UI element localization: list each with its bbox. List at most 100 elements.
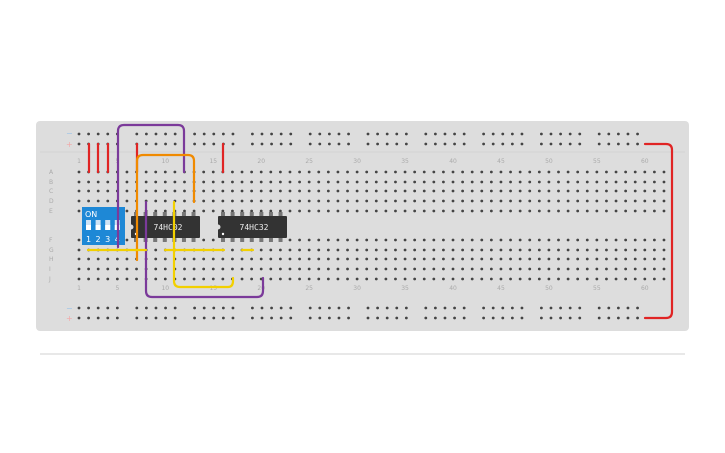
hole[interactable] [614, 267, 618, 271]
hole[interactable] [662, 170, 666, 174]
hole[interactable] [336, 170, 340, 174]
hole[interactable] [307, 199, 311, 203]
hole[interactable] [566, 209, 570, 213]
rail-hole[interactable] [106, 132, 110, 136]
hole[interactable] [259, 199, 263, 203]
rail-hole[interactable] [616, 316, 620, 320]
hole[interactable] [662, 238, 666, 242]
rail-hole[interactable] [385, 316, 389, 320]
rail-hole[interactable] [279, 306, 283, 310]
hole[interactable] [317, 189, 321, 193]
hole[interactable] [566, 180, 570, 184]
hole[interactable] [96, 257, 100, 261]
hole[interactable] [662, 180, 666, 184]
rail-hole[interactable] [376, 142, 379, 146]
rail-hole[interactable] [289, 142, 293, 146]
hole[interactable] [432, 277, 436, 281]
rail-hole[interactable] [279, 132, 283, 136]
hole[interactable] [442, 199, 445, 203]
hole[interactable] [231, 189, 234, 193]
rail-hole[interactable] [549, 142, 553, 146]
rail-hole[interactable] [106, 306, 110, 310]
rail-hole[interactable] [578, 316, 582, 320]
hole[interactable] [442, 238, 445, 242]
hole[interactable] [202, 189, 206, 193]
hole[interactable] [269, 248, 273, 252]
hole[interactable] [442, 248, 445, 252]
hole[interactable] [77, 277, 81, 281]
rail-hole[interactable] [144, 142, 148, 146]
hole[interactable] [163, 257, 167, 261]
rail-hole[interactable] [404, 306, 408, 310]
hole[interactable] [384, 199, 388, 203]
hole[interactable] [384, 238, 388, 242]
rail-hole[interactable] [510, 132, 514, 136]
hole[interactable] [269, 180, 273, 184]
hole[interactable] [643, 238, 647, 242]
rail-hole[interactable] [260, 142, 264, 146]
hole[interactable] [259, 257, 263, 261]
hole[interactable] [183, 267, 186, 271]
hole[interactable] [346, 189, 349, 193]
rail-hole[interactable] [491, 132, 495, 136]
hole[interactable] [432, 199, 436, 203]
hole[interactable] [202, 170, 206, 174]
rail-hole[interactable] [115, 316, 119, 320]
hole[interactable] [413, 170, 417, 174]
hole[interactable] [605, 189, 608, 193]
hole[interactable] [557, 180, 560, 184]
rail-hole[interactable] [96, 132, 100, 136]
rail-hole[interactable] [626, 306, 630, 310]
hole[interactable] [547, 257, 551, 261]
hole[interactable] [605, 257, 608, 261]
rail-hole[interactable] [231, 306, 235, 310]
hole[interactable] [451, 267, 455, 271]
hole[interactable] [662, 199, 666, 203]
hole[interactable] [231, 209, 234, 213]
hole[interactable] [115, 267, 119, 271]
rail-hole[interactable] [626, 142, 630, 146]
hole[interactable] [653, 277, 656, 281]
hole[interactable] [489, 209, 493, 213]
hole[interactable] [192, 277, 196, 281]
hole[interactable] [432, 238, 436, 242]
hole[interactable] [374, 267, 378, 271]
hole[interactable] [96, 199, 100, 203]
hole[interactable] [96, 277, 100, 281]
hole[interactable] [183, 180, 186, 184]
rail-hole[interactable] [597, 316, 601, 320]
hole[interactable] [106, 277, 110, 281]
rail-hole[interactable] [318, 142, 322, 146]
hole[interactable] [470, 189, 474, 193]
hole[interactable] [269, 170, 273, 174]
hole[interactable] [461, 277, 464, 281]
rail-hole[interactable] [443, 306, 447, 310]
hole[interactable] [298, 238, 301, 242]
hole[interactable] [432, 180, 436, 184]
hole[interactable] [489, 238, 493, 242]
rail-hole[interactable] [578, 142, 582, 146]
hole[interactable] [470, 180, 474, 184]
rail-hole[interactable] [597, 142, 601, 146]
wire[interactable] [144, 200, 265, 299]
hole[interactable] [355, 209, 359, 213]
hole[interactable] [557, 248, 560, 252]
hole[interactable] [557, 238, 560, 242]
hole[interactable] [633, 199, 637, 203]
rail-hole[interactable] [279, 142, 283, 146]
rail-hole[interactable] [212, 132, 216, 136]
hole[interactable] [528, 248, 532, 252]
hole[interactable] [585, 170, 589, 174]
hole[interactable] [509, 238, 512, 242]
rail-hole[interactable] [453, 142, 456, 146]
hole[interactable] [384, 180, 388, 184]
rail-hole[interactable] [462, 132, 466, 136]
wire[interactable] [116, 123, 186, 249]
hole[interactable] [509, 170, 512, 174]
hole[interactable] [211, 189, 215, 193]
hole[interactable] [413, 248, 417, 252]
rail-hole[interactable] [559, 142, 562, 146]
rail-hole[interactable] [347, 316, 350, 320]
hole[interactable] [307, 277, 311, 281]
hole[interactable] [442, 257, 445, 261]
